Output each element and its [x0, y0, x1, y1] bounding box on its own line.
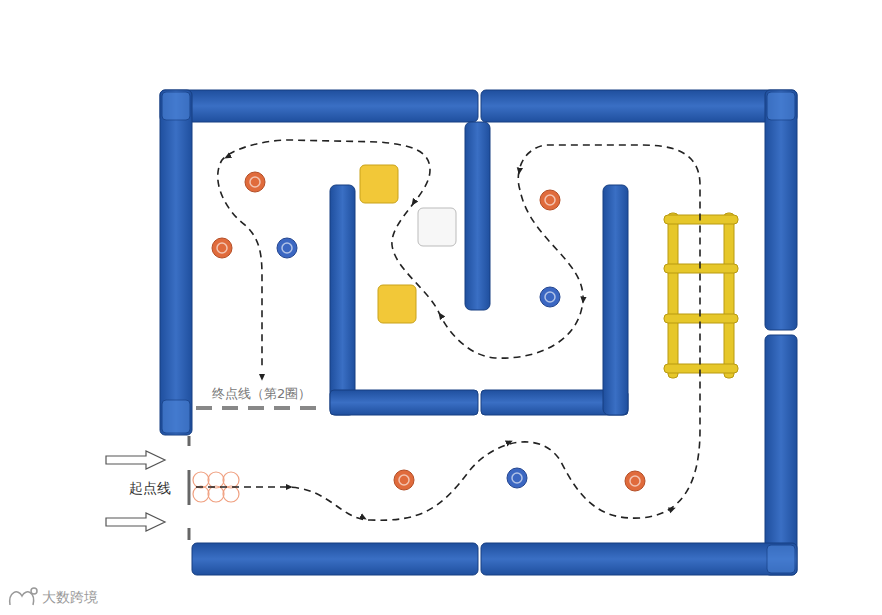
start-gate [188, 436, 191, 540]
route-path [196, 140, 700, 520]
outer-walls [160, 90, 797, 575]
finish-line-label: 终点线（第2圈） [210, 386, 313, 402]
watermark: 大数跨境 [40, 589, 100, 606]
cones [212, 172, 645, 491]
ladder-obstacle [664, 213, 738, 378]
inner-walls [330, 122, 628, 415]
box-obstacles [360, 165, 456, 323]
finish-line [196, 406, 325, 410]
watermark-logo [10, 588, 37, 605]
route-arrows [225, 152, 675, 519]
start-line-label: 起点线 [127, 480, 173, 497]
